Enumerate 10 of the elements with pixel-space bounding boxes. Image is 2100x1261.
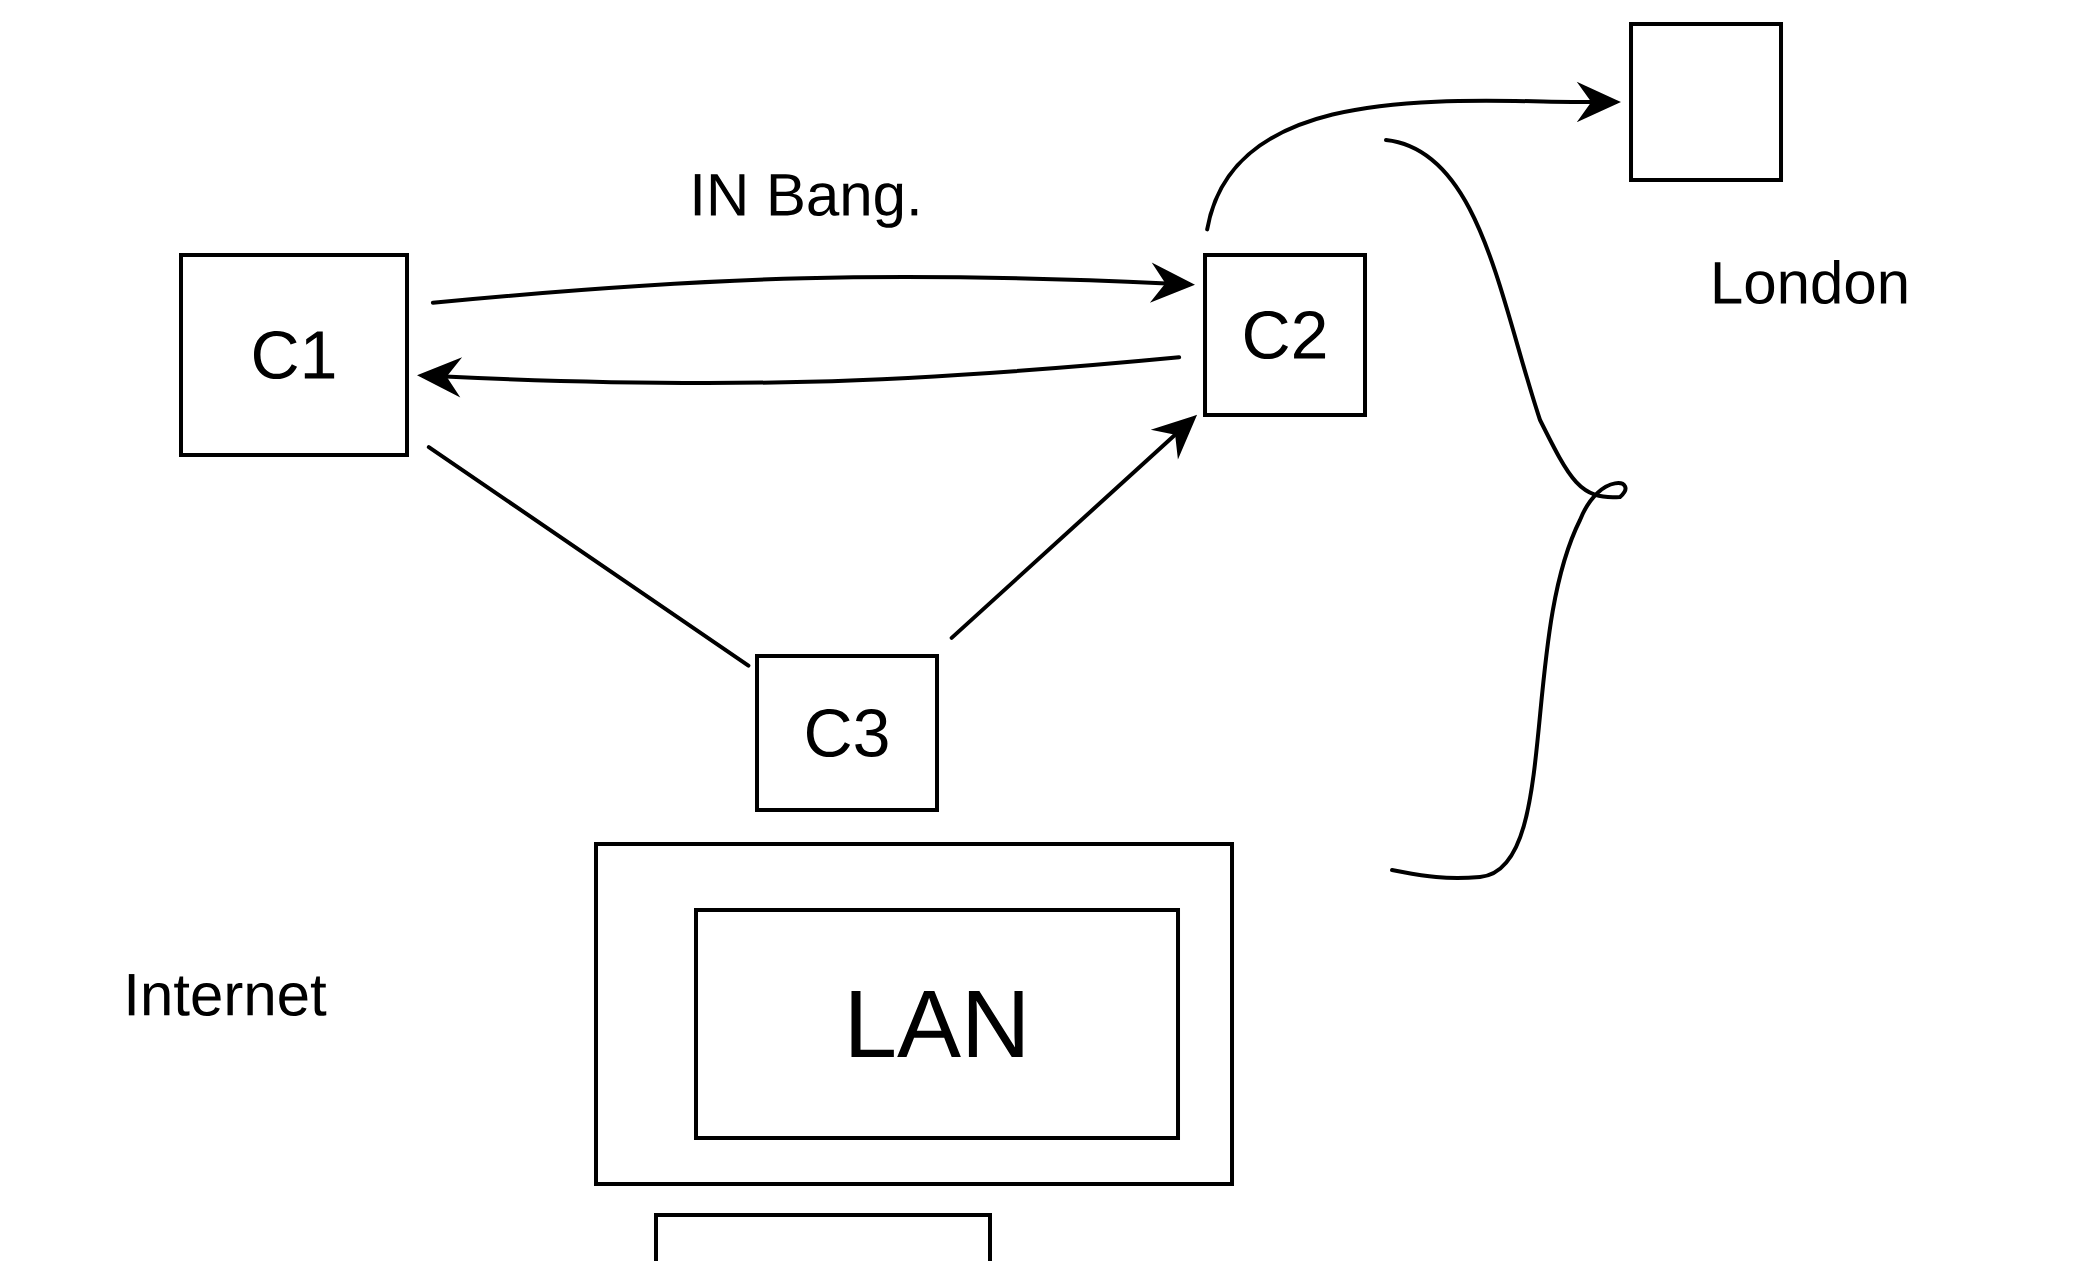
place-label: Internet: [128, 974, 327, 1016]
server-box: [1629, 22, 1783, 182]
partial-box: [654, 1213, 992, 1261]
network-box: [594, 842, 1234, 1186]
computer-box: C2: [1203, 253, 1367, 417]
lan-box: LAN: [694, 908, 1180, 1140]
edge-label: IN Bang.: [694, 174, 918, 228]
computer-box: C3: [755, 654, 939, 812]
computer-box: C1: [179, 253, 409, 457]
place-label: London: [1714, 259, 1907, 305]
